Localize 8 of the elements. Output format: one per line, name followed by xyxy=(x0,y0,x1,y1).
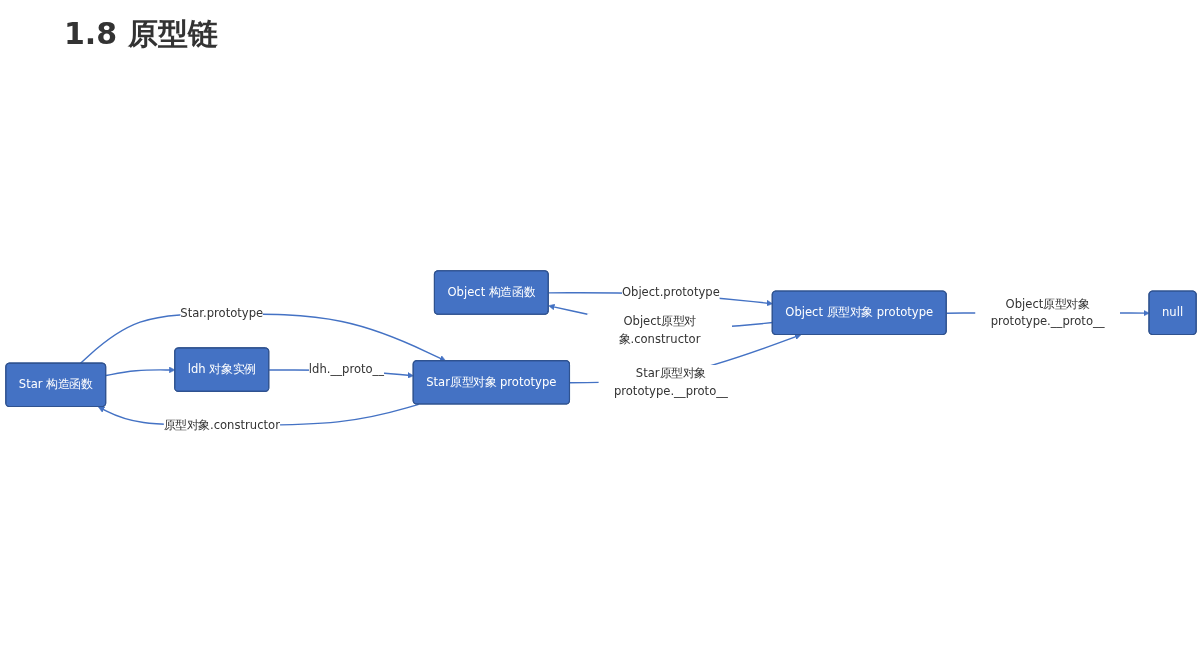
edge-label: Object原型对象prototype.__proto__ xyxy=(990,296,1105,329)
edge-label: Object原型对象.constructor xyxy=(618,314,701,346)
edge-label: Star原型对象prototype.__proto__ xyxy=(613,366,728,398)
edge-label: Star.prototype xyxy=(180,306,264,321)
edge-label: 原型对象.constructor xyxy=(163,418,280,432)
edge-label: ldh.__proto__ xyxy=(308,362,385,377)
diagram-title: 1.8 原型链 xyxy=(64,15,219,53)
edge-label: Object.prototype xyxy=(621,285,720,300)
